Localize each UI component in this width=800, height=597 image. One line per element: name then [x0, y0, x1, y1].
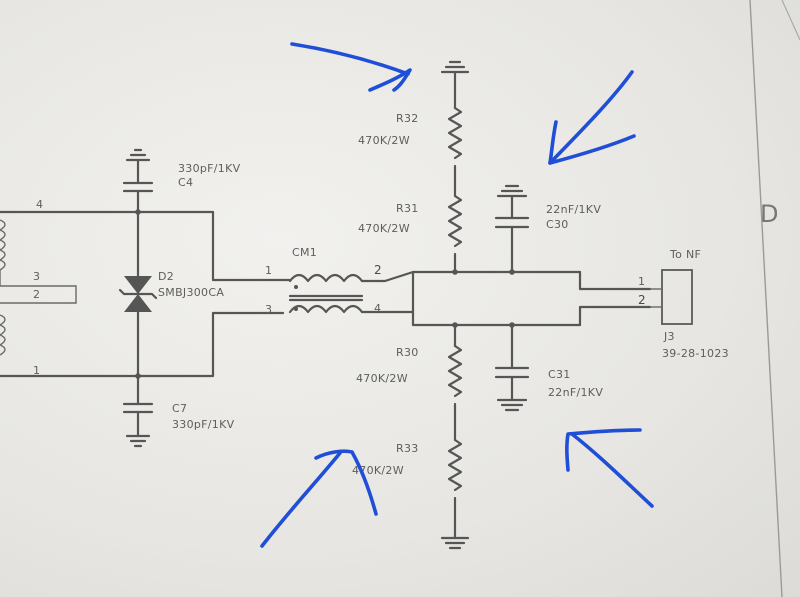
- c31-value: 22nF/1KV: [548, 386, 603, 399]
- r30-value: 470K/2W: [356, 372, 408, 385]
- r32-ref: R32: [396, 112, 419, 125]
- c4-capacitor: [122, 148, 154, 214]
- c7-ref: C7: [172, 402, 187, 415]
- r31-resistor: [447, 194, 463, 274]
- ink-arrow-top-left: [290, 42, 412, 92]
- left-pin-3: 3: [33, 270, 40, 283]
- r33-resistor: [440, 438, 470, 550]
- sheet-border-line: [749, 0, 783, 597]
- c30-capacitor: [494, 184, 530, 274]
- j3-ref: J3: [663, 330, 675, 343]
- ink-arrow-top-right: [548, 70, 636, 165]
- r31-value: 470K/2W: [358, 222, 410, 235]
- cm1-pin-4: 4: [374, 302, 381, 315]
- cm1-choke: [281, 270, 582, 327]
- j3-part-number: 39-28-1023: [662, 347, 729, 360]
- cm1-pin-3: 3: [265, 303, 272, 316]
- r32-value: 470K/2W: [358, 134, 410, 147]
- c30-ref: C30: [546, 218, 569, 231]
- r31-ref: R31: [396, 202, 419, 215]
- c7-value: 330pF/1KV: [172, 418, 235, 431]
- j3-connector: [650, 269, 693, 325]
- left-winding-bottom: [0, 314, 6, 356]
- cm1-ref: CM1: [292, 246, 317, 259]
- ink-arrow-bottom-left: [260, 449, 378, 548]
- left-pin-4: 4: [36, 198, 43, 211]
- left-connector: 4 3 2 1: [0, 198, 285, 378]
- ground-top-r32: [440, 60, 470, 74]
- left-pin2-box: [0, 285, 77, 304]
- cm1-pin-1: 1: [265, 264, 272, 277]
- j3-note: To NF: [669, 248, 701, 261]
- r33-value: 470K/2W: [352, 464, 404, 477]
- c4-value: 330pF/1KV: [178, 162, 241, 175]
- left-pin-1: 1: [33, 364, 40, 377]
- wire-to-j3-pin1: [578, 270, 652, 291]
- r30-resistor: [447, 323, 463, 442]
- c31-ref: C31: [548, 368, 571, 381]
- wire-left-top: [0, 210, 285, 282]
- j3-pin-2: 2: [638, 293, 646, 307]
- cm1-pin-2: 2: [374, 263, 382, 277]
- left-pin-2: 2: [33, 288, 40, 301]
- zone-letter: D: [760, 200, 778, 228]
- c31-capacitor: [494, 323, 530, 412]
- c7-capacitor: [122, 374, 154, 448]
- c4-ref: C4: [178, 176, 193, 189]
- r30-ref: R30: [396, 346, 419, 359]
- d2-value: SMBJ300CA: [158, 286, 224, 299]
- left-winding-top: [0, 219, 6, 271]
- d2-tvs-diode: [118, 210, 158, 378]
- wire-to-j3-pin2: [578, 305, 652, 327]
- j3-pin-1: 1: [638, 275, 645, 288]
- r32-resistor: [447, 70, 463, 198]
- r33-ref: R33: [396, 442, 419, 455]
- wire-left-bottom: [0, 311, 285, 378]
- sheet-corner-line: [781, 0, 800, 41]
- d2-ref: D2: [158, 270, 174, 283]
- ink-arrow-bottom-right: [565, 428, 654, 508]
- c30-value: 22nF/1KV: [546, 203, 601, 216]
